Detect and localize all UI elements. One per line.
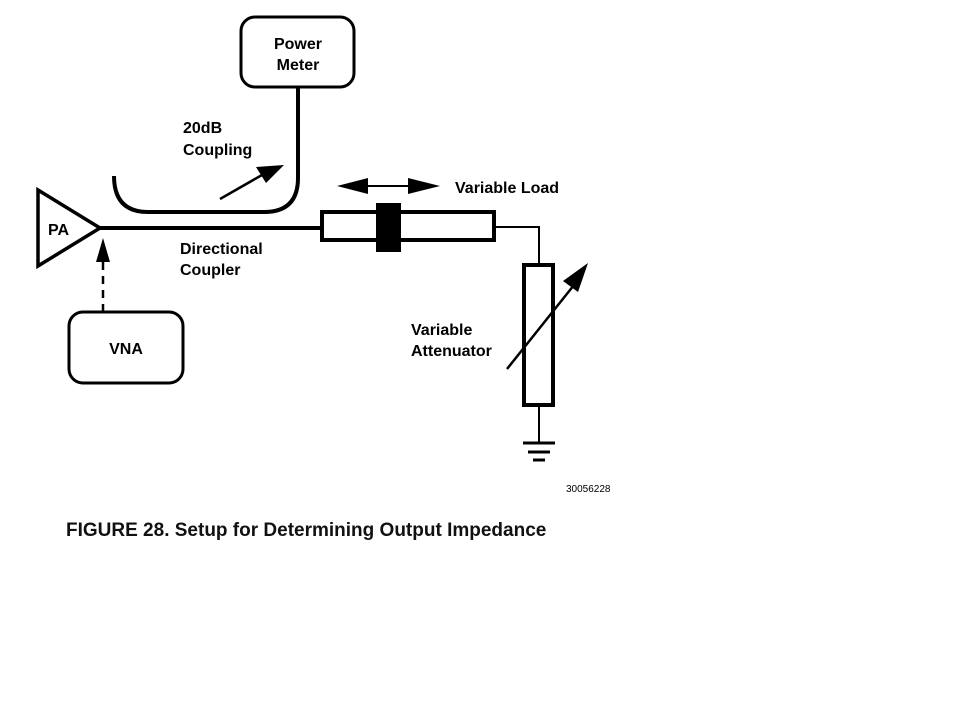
figure-caption: FIGURE 28. Setup for Determining Output … (66, 520, 546, 541)
coupling-arrow-icon (219, 165, 284, 201)
attenuator-label-line1: Variable (411, 322, 472, 339)
attenuator-body (522, 263, 555, 407)
load-to-attenuator-line (494, 226, 540, 265)
power-meter-label-line2: Meter (277, 57, 320, 74)
vna-label: VNA (109, 341, 143, 358)
vna-dashed-arrow-icon (96, 238, 110, 312)
variable-load-body (320, 210, 496, 242)
coupling-label-line1: 20dB (183, 120, 222, 137)
variable-load (320, 203, 496, 252)
pa-label: PA (48, 222, 69, 239)
vna-box (67, 310, 185, 385)
directional-coupler-label-line2: Coupler (180, 262, 240, 279)
directional-coupler-label-line1: Directional (180, 241, 263, 258)
figure-id: 30056228 (566, 484, 611, 495)
variable-load-label: Variable Load (455, 180, 559, 197)
vna-block: VNA (67, 310, 185, 385)
variable-load-slider (376, 203, 401, 252)
coupled-line (112, 87, 300, 214)
coupling-label-line2: Coupling (183, 142, 252, 159)
double-arrow-icon (337, 178, 440, 194)
variable-attenuator (522, 263, 555, 407)
pa-amplifier: PA (36, 186, 104, 270)
attenuator-label-line2: Attenuator (411, 343, 492, 360)
amplifier-triangle-icon (36, 186, 104, 270)
power-meter-label-line1: Power (274, 36, 322, 53)
attenuator-arrow-icon (506, 263, 588, 370)
ground-icon (523, 441, 555, 462)
power-meter-block: Power Meter (239, 15, 356, 89)
